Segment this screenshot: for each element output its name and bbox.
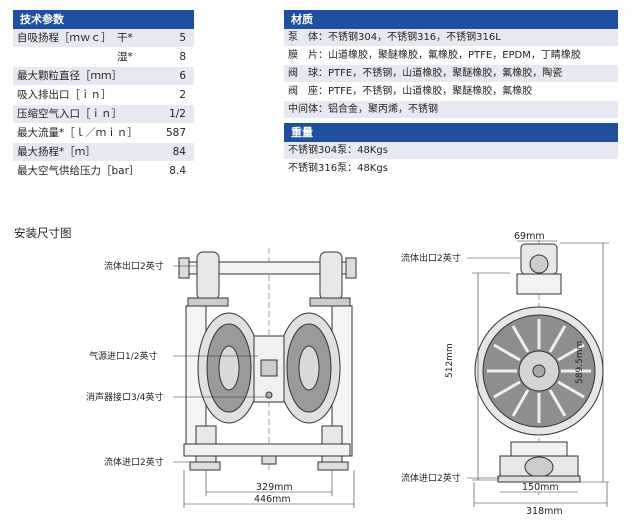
install-drawing-title: 安装尺寸图 bbox=[14, 226, 72, 240]
material-row: 阀 球：PTFE，不锈钢，山道橡胶，聚醚橡胶，氟橡胶，陶瓷 bbox=[284, 65, 618, 83]
pump-front-view bbox=[178, 248, 357, 471]
tech-param-value: 6 bbox=[179, 70, 186, 82]
label-inlet-side: 流体进口2英寸 bbox=[401, 472, 461, 484]
tech-param-value: 587 bbox=[165, 127, 186, 139]
tech-param-value: 5 bbox=[179, 32, 186, 44]
dim-512: 512mm bbox=[445, 343, 455, 378]
label-muffler-port: 消声器接口3/4英寸 bbox=[86, 391, 164, 403]
dim-69: 69mm bbox=[514, 231, 545, 242]
tech-param-value: 84 bbox=[172, 146, 186, 158]
tech-params-title: 技术参数 bbox=[13, 10, 194, 29]
tech-param-row: 最大流量*［ｌ／ｍｉｎ］ 587 bbox=[13, 124, 194, 143]
dim-446: 446mm bbox=[254, 494, 291, 505]
dim-150: 150mm bbox=[522, 482, 559, 493]
tech-param-sublabel: 干* bbox=[117, 32, 133, 44]
diaphragm-spoke bbox=[511, 325, 530, 353]
tech-param-label: 最大颗粒直径［ｍｍ］ bbox=[17, 70, 122, 82]
label-air-inlet: 气源进口1/2英寸 bbox=[89, 350, 158, 362]
tech-params-table: 自吸扬程［ｍｗｃ］ 干* 5 湿* 8 最大颗粒直径［ｍｍ］ 6 吸入排出口［ｉｎ］ 2 压缩空气… bbox=[13, 29, 194, 181]
tech-param-row: 最大颗粒直径［ｍｍ］ 6 bbox=[13, 67, 194, 86]
tech-param-label: 最大空气供给压力［bar］ bbox=[17, 165, 140, 177]
tech-param-row: 最大扬程*［ｍ］ 84 bbox=[13, 143, 194, 162]
material-row: 泵 体：不锈钢304，不锈钢316，不锈钢316L bbox=[284, 29, 618, 47]
material-row: 膜 片：山道橡胶，聚醚橡胶，氟橡胶，PTFE，EPDM，丁睛橡胶 bbox=[284, 47, 618, 65]
diaphragm-spoke bbox=[548, 389, 567, 417]
tech-param-label: 压缩空气入口［ｉｎ］ bbox=[17, 108, 122, 120]
material-title: 材质 bbox=[284, 10, 618, 29]
tech-params-panel: 技术参数 自吸扬程［ｍｗｃ］ 干* 5 湿* 8 最大颗粒直径［ｍｍ］ 6 吸入排出口［ｉｎ］… bbox=[13, 10, 194, 181]
tech-param-label: 最大扬程*［ｍ］ bbox=[17, 146, 96, 158]
label-outlet-side: 流体出口2英寸 bbox=[401, 252, 461, 264]
material-row: 阀 座：PTFE，不锈钢，山道橡胶，聚醚橡胶，氟橡胶 bbox=[284, 83, 618, 101]
tech-param-label: 自吸扬程［ｍｗｃ］ bbox=[17, 32, 112, 44]
tech-param-row: 自吸扬程［ｍｗｃ］ 干* 5 bbox=[13, 29, 194, 48]
weight-row: 不锈钢304泵：48Kgs bbox=[284, 142, 618, 160]
diaphragm-spoke bbox=[557, 380, 585, 399]
material-row: 中间体：铝合金，聚丙烯，不锈钢 bbox=[284, 101, 618, 119]
tech-param-value: 8.4 bbox=[169, 165, 186, 177]
tech-param-sublabel: 湿* bbox=[117, 51, 133, 63]
tech-param-value: 1/2 bbox=[169, 108, 186, 120]
dim-318: 318mm bbox=[526, 506, 563, 517]
tech-param-value: 2 bbox=[179, 89, 186, 101]
tech-param-row: 湿* 8 bbox=[13, 48, 194, 67]
diaphragm-spoke bbox=[548, 325, 567, 353]
tech-param-value: 8 bbox=[179, 51, 186, 63]
label-inlet-front: 流体进口2英寸 bbox=[104, 456, 164, 468]
diaphragm-spoke bbox=[493, 343, 521, 362]
tech-param-label: 最大流量*［ｌ／ｍｉｎ］ bbox=[17, 127, 138, 139]
tech-param-row: 压缩空气入口［ｉｎ］ 1/2 bbox=[13, 105, 194, 124]
weight-row: 不锈钢316泵：48Kgs bbox=[284, 160, 618, 178]
weight-title: 重量 bbox=[284, 123, 618, 142]
label-outlet-front: 流体出口2英寸 bbox=[104, 260, 164, 272]
tech-param-row: 最大空气供给压力［bar］ 8.4 bbox=[13, 162, 194, 181]
tech-param-label: 吸入排出口［ｉｎ］ bbox=[17, 89, 112, 101]
dim-329: 329mm bbox=[256, 482, 293, 493]
dim-589: 589.5mm bbox=[575, 341, 585, 384]
diaphragm-spoke bbox=[511, 389, 530, 417]
pump-side-view bbox=[474, 240, 604, 495]
diaphragm-spoke bbox=[493, 380, 521, 399]
diaphragm-spoke bbox=[557, 343, 585, 362]
tech-param-row: 吸入排出口［ｉｎ］ 2 bbox=[13, 86, 194, 105]
